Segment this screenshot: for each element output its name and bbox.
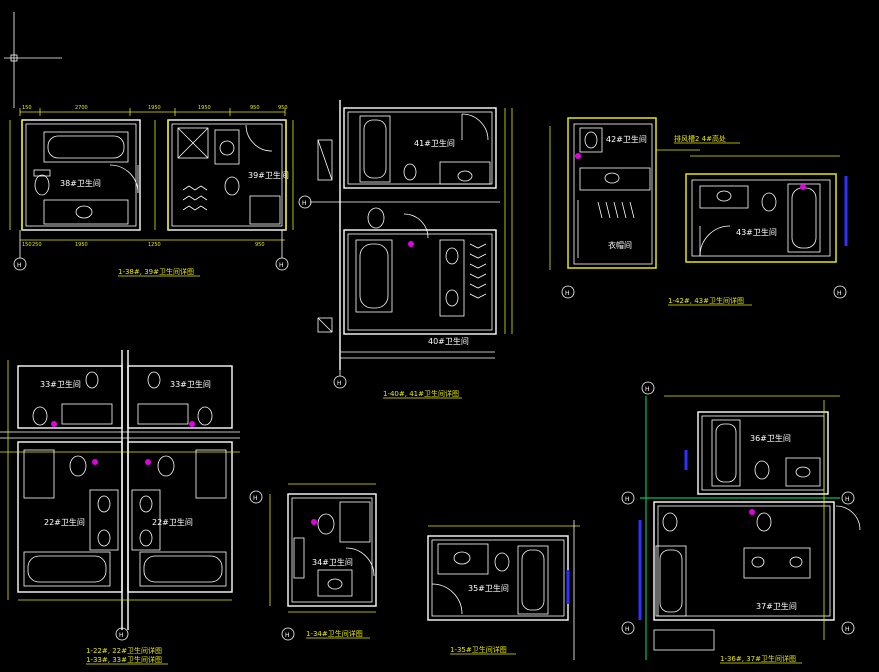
plan-title: 1-38#, 39#卫生间详图 bbox=[118, 267, 194, 276]
dim-text: 150 bbox=[22, 242, 32, 248]
dim-text: 1950 bbox=[75, 242, 88, 248]
dim-text: 950 bbox=[255, 242, 265, 248]
room-label: 36#卫生间 bbox=[750, 433, 791, 443]
dim-text: 950 bbox=[250, 105, 260, 111]
axis-label: H bbox=[845, 626, 850, 633]
axis-label: H bbox=[119, 632, 124, 639]
room-label: 33#卫生间 bbox=[170, 379, 211, 389]
plan-34: 34#卫生间 H H 1-34#卫生间详图 bbox=[249, 483, 377, 641]
room-label: 35#卫生间 bbox=[468, 583, 509, 593]
axis-label: H bbox=[279, 262, 284, 269]
room-label: 37#卫生间 bbox=[756, 601, 797, 611]
room-label: 衣帽间 bbox=[608, 240, 632, 250]
room-label: 38#卫生间 bbox=[60, 178, 101, 188]
axis-label: H bbox=[565, 290, 570, 297]
room-label: 33#卫生间 bbox=[40, 379, 81, 389]
axis-label: H bbox=[625, 496, 630, 503]
dim-text: 2700 bbox=[75, 105, 88, 111]
dim-text: 250 bbox=[32, 242, 42, 248]
dim-text: 950 bbox=[278, 105, 288, 111]
plan-title: 1-22#, 22#卫生间详图 bbox=[86, 646, 162, 655]
dim-text: 150 bbox=[22, 105, 32, 111]
dim-text: 1950 bbox=[198, 105, 211, 111]
room-label: 39#卫生间 bbox=[248, 170, 289, 180]
room-label: 22#卫生间 bbox=[44, 517, 85, 527]
callout-text: 排风槽2 4#高处 bbox=[674, 134, 726, 143]
plan-title: 1-40#, 41#卫生间详图 bbox=[383, 389, 459, 398]
ucs-crosshair bbox=[4, 12, 62, 108]
plan-40-41: 41#卫生间 H 40#卫生间 H 1-40#, 41#卫生间详图 bbox=[298, 100, 513, 399]
axis-label: H bbox=[645, 386, 650, 393]
room-label: 40#卫生间 bbox=[428, 336, 469, 346]
plan-36-37: 36#卫生间 37#卫生间 H H H H H 1-36#, 37#卫生间详图 bbox=[621, 381, 861, 664]
plan-35: 35#卫生间 1-35#卫生间详图 bbox=[427, 520, 580, 660]
plan-22-33: 33#卫生间 33#卫生间 22#卫生间 22#卫生间 H 1-22#, 22#… bbox=[0, 350, 240, 665]
plan-title: 1-42#, 43#卫生间详图 bbox=[668, 296, 744, 305]
axis-label: H bbox=[17, 262, 22, 269]
plan-title: 1-36#, 37#卫生间详图 bbox=[720, 654, 796, 663]
room-label: 22#卫生间 bbox=[152, 517, 193, 527]
axis-label: H bbox=[302, 200, 307, 207]
dim-text: 1950 bbox=[148, 105, 161, 111]
plan-title: 1-34#卫生间详图 bbox=[306, 629, 363, 638]
room-label: 34#卫生间 bbox=[312, 557, 353, 567]
axis-label: H bbox=[845, 496, 850, 503]
plan-title: 1-33#, 33#卫生间详图 bbox=[86, 655, 162, 664]
axis-label: H bbox=[337, 380, 342, 387]
plan-38-39: 150 2700 1950 1950 950 950 38#卫生间 bbox=[9, 105, 294, 277]
axis-label: H bbox=[837, 290, 842, 297]
plan-title: 1-35#卫生间详图 bbox=[450, 645, 507, 654]
dim-text: 1250 bbox=[148, 242, 161, 248]
axis-label: H bbox=[625, 626, 630, 633]
plan-42-43: 42#卫生间 衣帽间 排风槽2 4#高处 43#卫生间 H H 1-42#, 4… bbox=[549, 117, 848, 306]
axis-label: H bbox=[253, 495, 258, 502]
room-label: 41#卫生间 bbox=[414, 138, 455, 148]
room-label: 43#卫生间 bbox=[736, 227, 777, 237]
axis-label: H bbox=[285, 632, 290, 639]
room-label: 42#卫生间 bbox=[606, 134, 647, 144]
